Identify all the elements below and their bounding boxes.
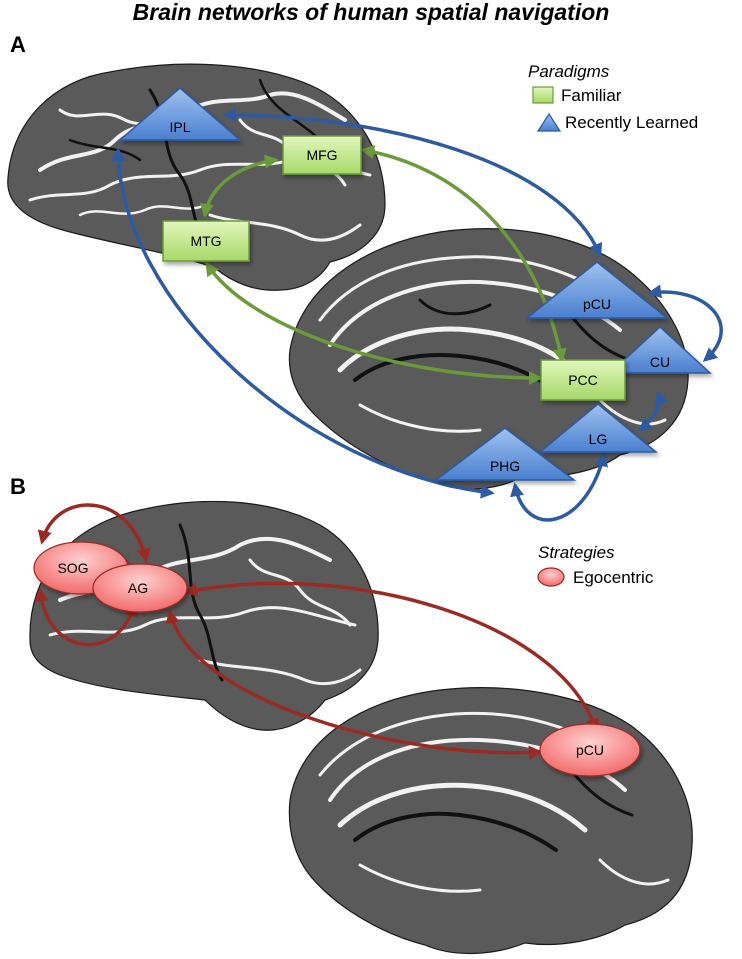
- legend-paradigms-title: Paradigms: [528, 62, 610, 81]
- legend-strategies-title: Strategies: [538, 543, 615, 562]
- lateral-brain-image-b: [29, 500, 379, 731]
- edge-ipl-phg: [111, 147, 495, 499]
- node-phg-label: PHG: [490, 458, 520, 474]
- node-mtg-label: MTG: [190, 233, 221, 249]
- recently-learned-connections: [111, 108, 723, 522]
- node-mfg-label: MFG: [306, 147, 337, 163]
- edge-pcu-cu: [647, 284, 723, 362]
- node-ag: AG: [92, 563, 188, 613]
- legend-paradigms: Paradigms Familiar Recently Learned: [528, 62, 698, 132]
- node-mfg: MFG: [282, 135, 362, 175]
- node-sog-label: SOG: [57, 560, 88, 576]
- node-pcu-a-label: pCU: [583, 296, 611, 312]
- edge-ag-pcu-bottom: [165, 609, 543, 760]
- node-pcc-label: PCC: [568, 372, 598, 388]
- legend-egocentric-label: Egocentric: [573, 568, 654, 587]
- legend-strategies: Strategies Egocentric: [537, 543, 654, 587]
- panel-b-label: B: [10, 474, 26, 499]
- node-cu-label: CU: [650, 354, 670, 370]
- panel-a: A: [7, 32, 723, 522]
- node-phg: PHG: [433, 427, 577, 481]
- node-ipl-label: IPL: [169, 119, 190, 135]
- node-pcu-a: pCU: [524, 261, 670, 319]
- figure-title: Brain networks of human spatial navigati…: [133, 0, 610, 25]
- node-pcc: PCC: [540, 359, 626, 401]
- node-lg-label: LG: [589, 431, 608, 447]
- node-pcu-b: pCU: [539, 723, 641, 777]
- node-ag-label: AG: [128, 580, 148, 596]
- panel-b: B: [10, 474, 693, 955]
- edge-phg-lg: [510, 452, 609, 522]
- node-pcu-b-label: pCU: [576, 742, 604, 758]
- egocentric-connections: [34, 503, 600, 760]
- node-ipl: IPL: [117, 87, 243, 141]
- node-mtg: MTG: [162, 220, 250, 262]
- edge-lg-cu: [637, 390, 669, 432]
- edge-sog-ag-bottom: [34, 587, 139, 647]
- legend-egocentric-swatch: [537, 567, 565, 587]
- legend-recently-learned-label: Recently Learned: [565, 113, 698, 132]
- legend-familiar-swatch: [532, 86, 554, 104]
- legend-recently-learned-swatch: [536, 112, 562, 132]
- node-cu: CU: [608, 325, 712, 374]
- node-lg: LG: [537, 403, 659, 453]
- panel-a-label: A: [10, 32, 26, 57]
- edge-sog-ag-top: [37, 503, 151, 563]
- medial-brain-image-b: [288, 687, 693, 955]
- legend-familiar-label: Familiar: [561, 86, 622, 105]
- edge-ag-pcu-top: [183, 581, 600, 733]
